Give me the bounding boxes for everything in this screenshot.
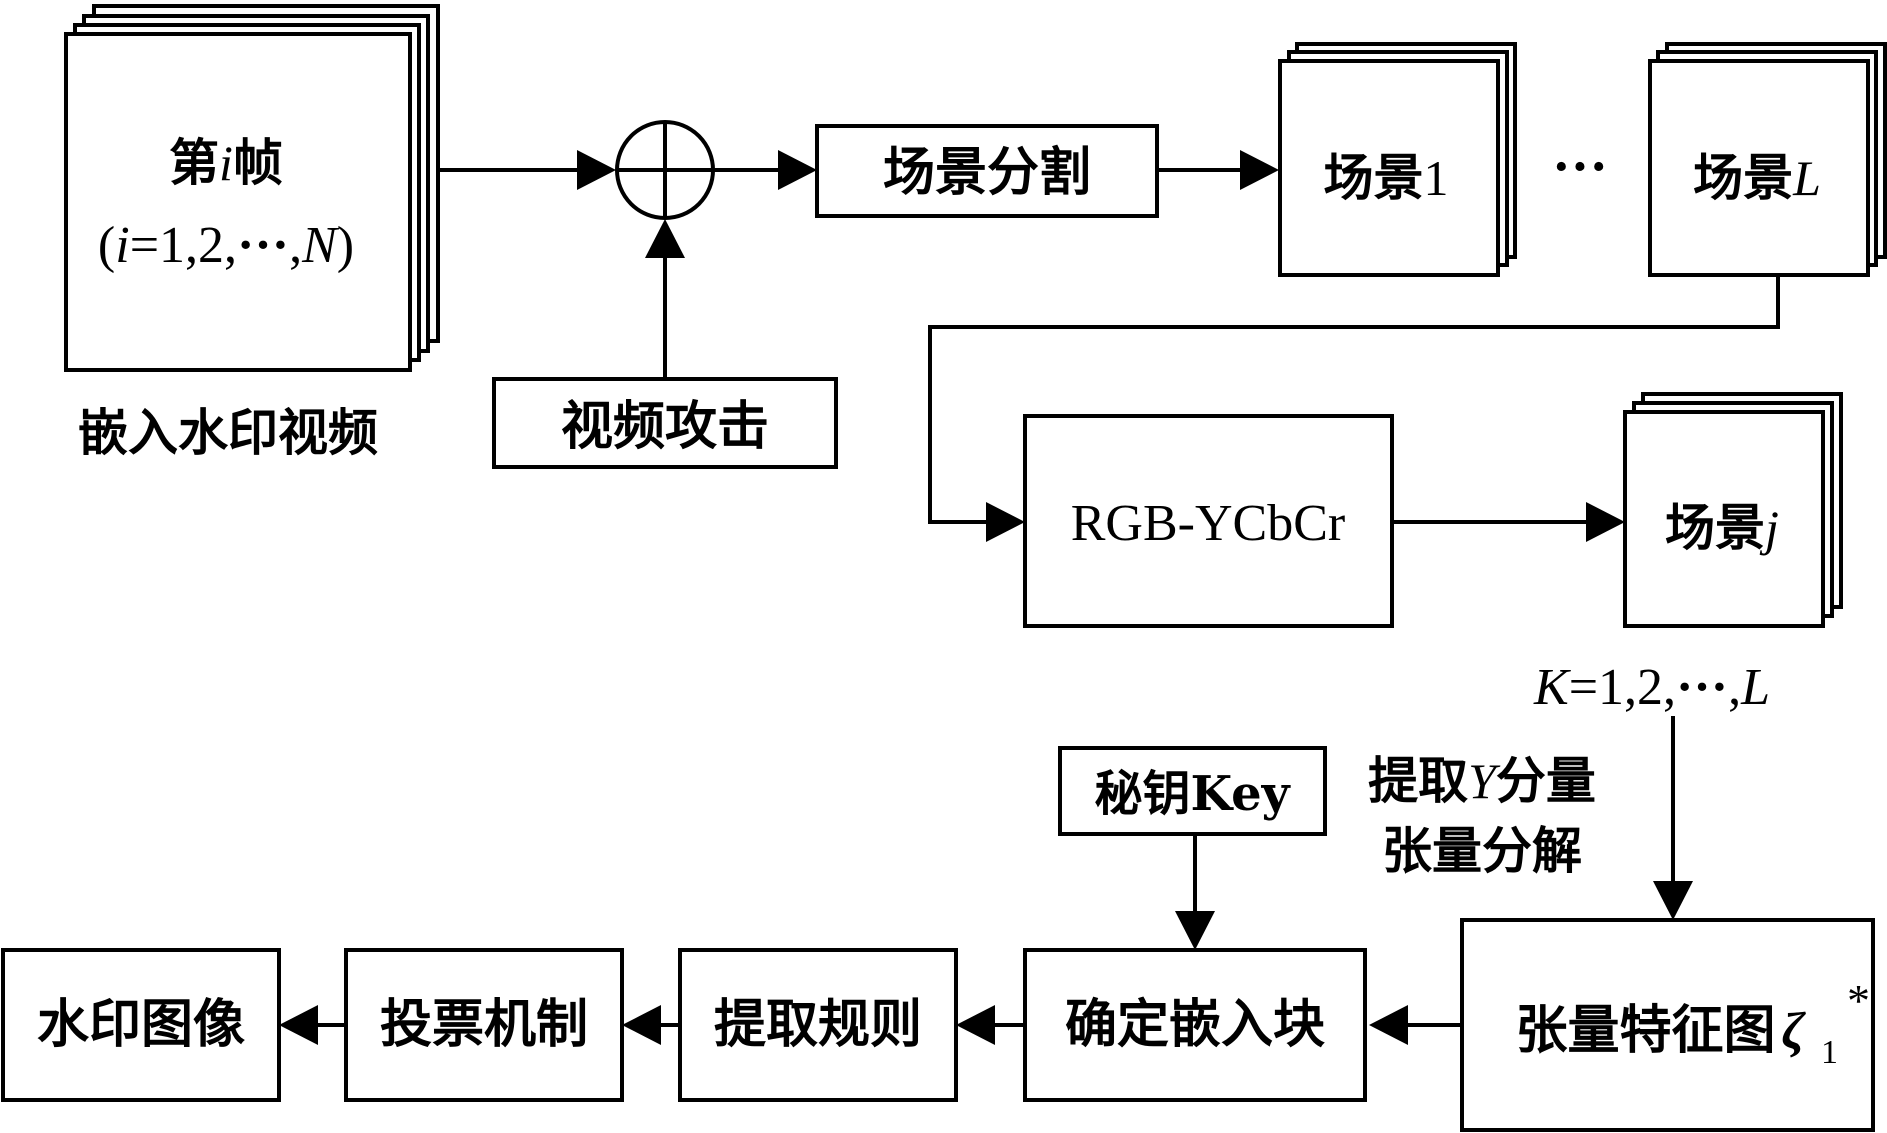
scene-1-label: 场景1: [1324, 148, 1449, 207]
voting-mechanism-box: [344, 948, 624, 1102]
adder-symbol: [615, 120, 715, 220]
tensor-map-superscript: *: [1847, 975, 1870, 1026]
scene-j-label: 场景j: [1665, 498, 1779, 557]
embedded-video-caption: 嵌入水印视频: [78, 403, 378, 462]
tensor-decomposition-note: 张量分解: [1382, 821, 1582, 880]
watermark-image-label: 水印图像: [37, 994, 245, 1055]
arrowhead: [778, 150, 817, 190]
color-space-conversion-label: RGB-YCbCr: [1071, 495, 1345, 552]
scene-j-stack: [1623, 392, 1843, 628]
connector-scene-L-to-color-convert: [928, 275, 1780, 524]
secret-key-label: 秘钥Key: [1094, 766, 1291, 822]
arrowhead: [577, 150, 616, 190]
arrowhead: [1175, 911, 1215, 950]
arrowhead: [1369, 1005, 1408, 1045]
color-space-conversion-box: [1023, 414, 1394, 628]
video-attack-box: [492, 377, 838, 469]
scene-segmentation-box: [815, 124, 1159, 218]
secret-key-box: [1058, 746, 1327, 836]
voting-mechanism-label: 投票机制: [380, 994, 588, 1055]
arrowhead: [986, 502, 1025, 542]
scene-1-stack: [1278, 42, 1517, 277]
video-attack-label: 视频攻击: [561, 396, 769, 457]
determine-embed-block-box: [1023, 948, 1367, 1102]
watermark-image-box: [1, 948, 281, 1102]
tensor-map-subscript: 1: [1821, 1034, 1838, 1071]
arrowhead: [622, 1005, 661, 1045]
arrowhead: [645, 219, 685, 258]
arrowhead: [956, 1005, 995, 1045]
arrowhead: [1586, 502, 1625, 542]
extraction-rule-label: 提取规则: [714, 994, 922, 1055]
determine-embed-block-label: 确定嵌入块: [1065, 994, 1325, 1055]
arrowhead: [279, 1005, 318, 1045]
tensor-feature-map-box: [1460, 918, 1875, 1132]
extract-y-component-note: 提取Y分量: [1368, 751, 1596, 810]
scene-segmentation-label: 场景分割: [883, 142, 1091, 203]
frame-range: (i=1,2,···,N): [98, 217, 354, 274]
frame-label: 第i帧: [169, 133, 283, 192]
embedded-video-frame-stack: [64, 4, 440, 372]
arrowhead: [1653, 881, 1693, 920]
scene-L-stack: [1648, 42, 1887, 277]
arrowhead: [1240, 150, 1279, 190]
scene-L-label: 场景L: [1693, 148, 1821, 207]
scene-ellipsis: ···: [1552, 136, 1608, 198]
k-range-label: K=1,2,···,L: [1533, 659, 1770, 716]
